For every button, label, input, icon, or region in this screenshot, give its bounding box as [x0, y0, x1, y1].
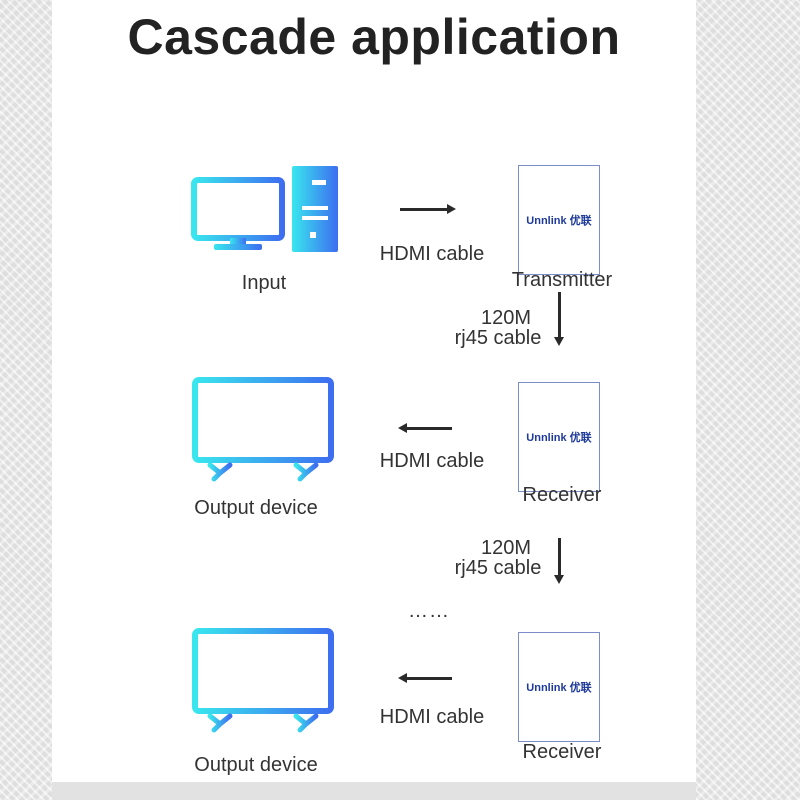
- transmitter-device: Unnlink 优联: [518, 165, 600, 275]
- hdmi-cable-label-3: HDMI cable: [379, 706, 485, 728]
- arrow-left-hdmi-2: [398, 423, 452, 433]
- rj45-label-2-line2: rj45 cable: [454, 557, 542, 579]
- monitor-icon: [191, 177, 285, 250]
- brand-logo: Unnlink 优联: [526, 432, 592, 444]
- brand-logo: Unnlink 优联: [526, 682, 592, 694]
- receiver-label-1: Receiver: [522, 484, 602, 506]
- arrow-down-rj45-1: [554, 292, 564, 346]
- input-label: Input: [241, 272, 287, 294]
- rj45-label-2-line1: 120M: [480, 537, 532, 559]
- left-texture-strip: [0, 0, 52, 800]
- right-texture-strip: [696, 0, 800, 800]
- receiver-device-1: Unnlink 优联: [518, 382, 600, 492]
- brand-logo: Unnlink 优联: [526, 215, 592, 227]
- arrow-right-hdmi-1: [400, 204, 456, 214]
- output-device-label-1: Output device: [194, 497, 318, 519]
- bottom-strip: [52, 782, 696, 800]
- receiver-device-2: Unnlink 优联: [518, 632, 600, 742]
- diagram-canvas: Cascade application Input HDMI cable Unn…: [52, 0, 696, 782]
- transmitter-label: Transmitter: [511, 269, 613, 291]
- receiver-label-2: Receiver: [522, 741, 602, 763]
- rj45-label-1-line1: 120M: [480, 307, 532, 329]
- tv-icon: [192, 377, 334, 482]
- arrow-down-rj45-2: [554, 538, 564, 584]
- hdmi-cable-label-2: HDMI cable: [379, 450, 485, 472]
- ellipsis: ……: [408, 600, 450, 622]
- pc-tower-icon: [292, 166, 338, 252]
- tv-icon: [192, 628, 334, 733]
- hdmi-cable-label-1: HDMI cable: [379, 243, 485, 265]
- rj45-label-1-line2: rj45 cable: [454, 327, 542, 349]
- page-title: Cascade application: [127, 9, 621, 65]
- arrow-left-hdmi-3: [398, 673, 452, 683]
- output-device-label-2: Output device: [194, 754, 318, 776]
